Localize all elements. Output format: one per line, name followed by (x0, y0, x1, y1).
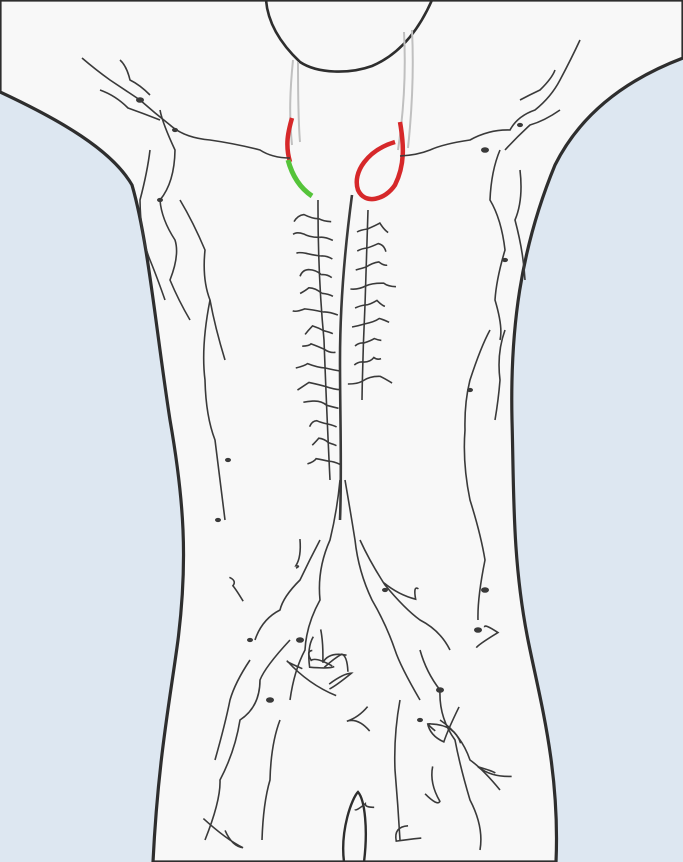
lymph-node (296, 637, 304, 643)
lymph-node (266, 697, 274, 703)
lymph-node (247, 638, 253, 642)
lymph-node (436, 687, 444, 693)
lymph-node (481, 147, 489, 153)
lymph-node (474, 627, 482, 633)
lymph-node (157, 198, 163, 202)
lymph-node (172, 128, 178, 132)
lymph-node (481, 587, 489, 593)
lymph-node (417, 718, 423, 722)
lymph-node (225, 458, 231, 462)
lymph-node (467, 388, 473, 392)
lymph-node (517, 123, 523, 127)
lymph-node (215, 518, 221, 522)
lymph-node (382, 588, 388, 592)
lymph-node (502, 258, 508, 262)
lymph-node (136, 97, 144, 103)
